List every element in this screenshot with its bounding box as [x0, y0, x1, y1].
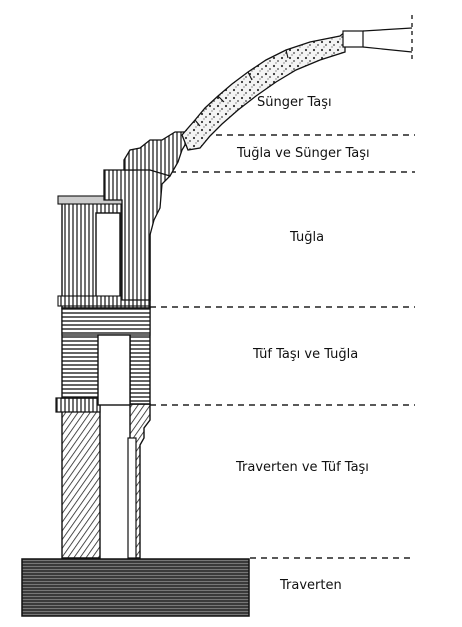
- vault-pumice: [181, 30, 346, 151]
- label-sunger-tasi: Sünger Taşı: [257, 95, 332, 110]
- vault-crown-extrados: [362, 27, 413, 32]
- pier-lower-capital: [55, 397, 101, 413]
- thin-column: [127, 437, 137, 559]
- vault-step-1: [194, 119, 201, 127]
- label-tugla-ve-sunger-tasi: Tuğla ve Sünger Taşı: [237, 146, 370, 161]
- label-traverten-ve-tuf-tasi: Traverten ve Tüf Taşı: [236, 460, 369, 475]
- pier-middle-opening: [97, 334, 131, 406]
- label-tuf-tasi-ve-tugla: Tüf Taşı ve Tuğla: [253, 347, 359, 362]
- label-tugla: Tuğla: [290, 230, 325, 245]
- vault-step-3: [247, 71, 253, 81]
- brick-window: [95, 212, 121, 298]
- vault-crown-block: [342, 30, 364, 48]
- foundation-block: [21, 558, 250, 617]
- level-lines: [150, 134, 415, 559]
- label-traverten: Traverten: [280, 578, 342, 593]
- brick-cornice-bottom: [57, 295, 151, 307]
- vault-crown-intrados: [362, 46, 413, 53]
- pier-middle-band: [61, 307, 151, 336]
- vault-steps: [194, 49, 289, 127]
- vault-step-4: [285, 49, 289, 59]
- vault-step-2: [217, 95, 225, 103]
- vault-stepped: [123, 131, 189, 177]
- pier-lower-left: [61, 403, 101, 559]
